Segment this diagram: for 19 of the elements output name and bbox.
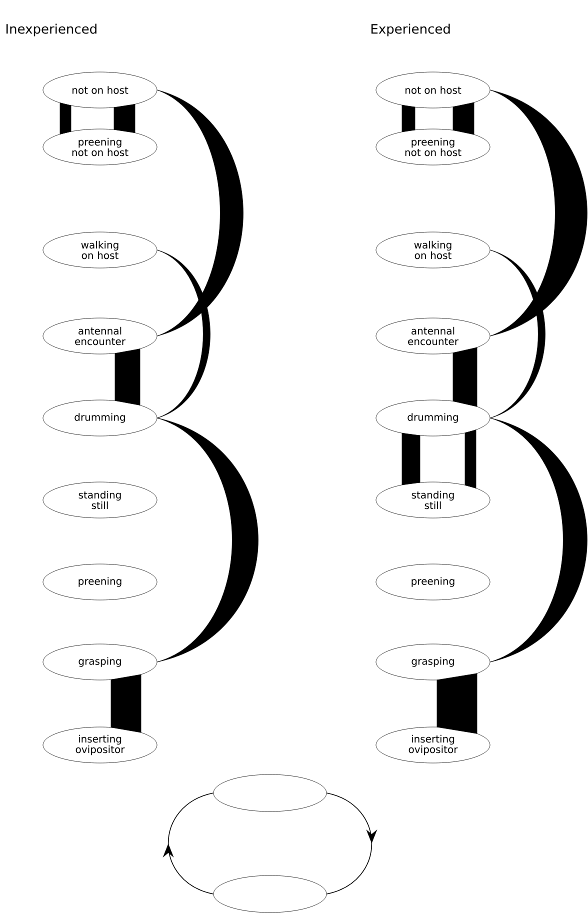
key-ellipse bbox=[213, 875, 327, 913]
arrow bbox=[326, 792, 378, 894]
transition-band bbox=[157, 90, 244, 336]
transition-bar bbox=[114, 348, 140, 406]
transition-bar bbox=[402, 432, 420, 486]
transition-bar bbox=[452, 102, 474, 135]
transition-bar bbox=[110, 674, 142, 733]
column-heading: Experienced bbox=[371, 24, 450, 36]
transition-bar bbox=[60, 102, 72, 134]
transition-bar bbox=[464, 430, 476, 488]
transition-bar bbox=[402, 104, 416, 132]
transition-band bbox=[490, 418, 588, 662]
transition-band bbox=[490, 90, 588, 336]
transition-band bbox=[157, 250, 210, 418]
transition-band bbox=[157, 418, 258, 662]
key-ellipse bbox=[213, 774, 327, 812]
transition-band bbox=[490, 250, 546, 418]
column-heading: Inexperienced bbox=[6, 24, 96, 36]
arrow bbox=[162, 792, 214, 894]
